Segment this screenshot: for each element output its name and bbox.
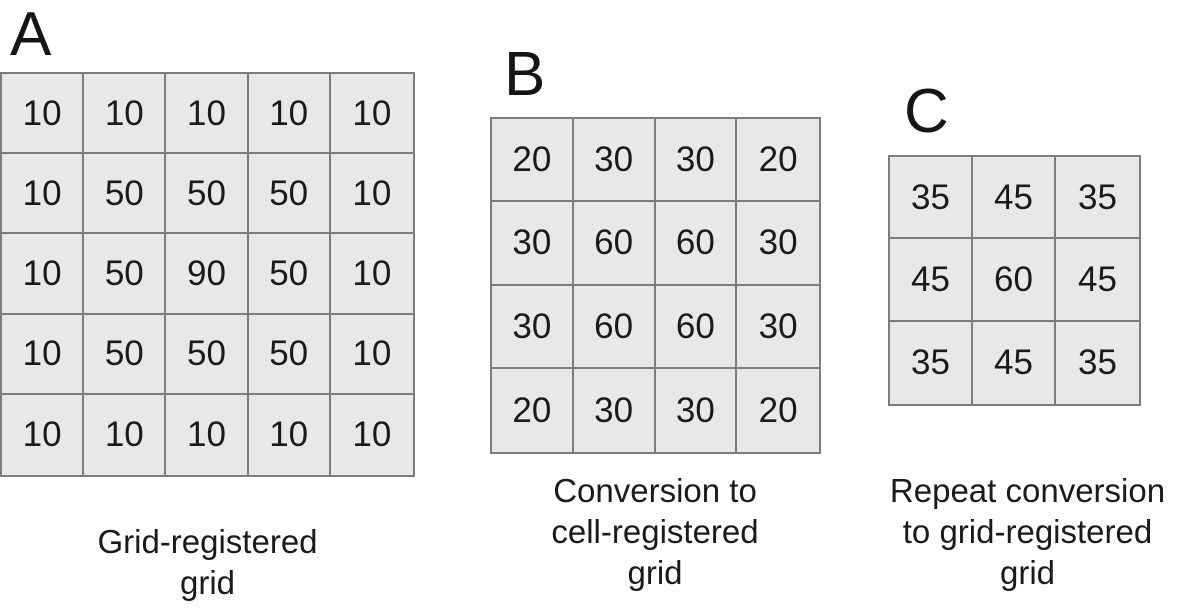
grid-cell: 30 [737, 285, 819, 369]
grid-cell: 35 [1056, 321, 1139, 404]
grid-cell: 60 [573, 285, 656, 369]
grid-cell: 50 [84, 314, 167, 395]
grid-cell: 35 [1056, 157, 1139, 240]
grid-cell: 45 [973, 321, 1056, 404]
caption-c: Repeat conversion to grid-registered gri… [889, 472, 1166, 591]
grid-cell: 90 [166, 234, 249, 315]
grid-cell: 50 [248, 234, 331, 315]
grid-cell: 10 [2, 74, 85, 155]
grid-cell: 30 [492, 202, 574, 286]
grid-cell: 50 [248, 154, 331, 235]
caption-a: Grid-registered grid [97, 523, 318, 601]
grid-cell: 30 [573, 368, 656, 452]
grid-cell: 45 [973, 157, 1056, 240]
grid-cell: 10 [2, 394, 85, 475]
grid-cell: 30 [573, 119, 656, 203]
grid-cell: 10 [330, 234, 413, 315]
grid-cell: 20 [737, 368, 819, 452]
grid-cell: 30 [655, 119, 738, 203]
grid-cell: 30 [492, 285, 574, 369]
grid-cell: 60 [973, 239, 1056, 322]
grid-cell: 60 [655, 285, 738, 369]
grid-cell: 10 [2, 314, 85, 395]
grid-cell: 20 [492, 119, 574, 203]
grid-cell: 45 [890, 239, 973, 322]
grid-cell: 10 [248, 394, 331, 475]
grid-cell: 10 [330, 154, 413, 235]
grid-cell: 50 [84, 234, 167, 315]
grid-cell: 20 [492, 368, 574, 452]
grid-cell: 30 [737, 202, 819, 286]
caption-b: Conversion to cell-registered grid [551, 472, 759, 591]
grid-cell: 10 [330, 314, 413, 395]
grid-cell: 45 [1056, 239, 1139, 322]
grid-cell: 10 [330, 394, 413, 475]
grid-cell: 50 [166, 154, 249, 235]
panel-label-c: C [904, 77, 949, 146]
grid-cell: 35 [890, 321, 973, 404]
grid-cell: 10 [248, 74, 331, 155]
panel-label-a: A [10, 0, 52, 69]
grid-cell: 50 [166, 314, 249, 395]
grid-cell: 35 [890, 157, 973, 240]
grid-cell: 10 [84, 394, 167, 475]
grid-cell: 60 [655, 202, 738, 286]
grid-cell: 20 [737, 119, 819, 203]
grid-cell: 30 [655, 368, 738, 452]
grid-cell: 10 [2, 234, 85, 315]
grid-cell: 60 [573, 202, 656, 286]
grid-cell: 10 [166, 74, 249, 155]
grid-cell: 10 [2, 154, 85, 235]
panel-label-b: B [504, 40, 546, 109]
grid-cell: 50 [248, 314, 331, 395]
grid-cell: 50 [84, 154, 167, 235]
grid-cell: 10 [330, 74, 413, 155]
grid-cell: 10 [166, 394, 249, 475]
grid-cell: 10 [84, 74, 167, 155]
